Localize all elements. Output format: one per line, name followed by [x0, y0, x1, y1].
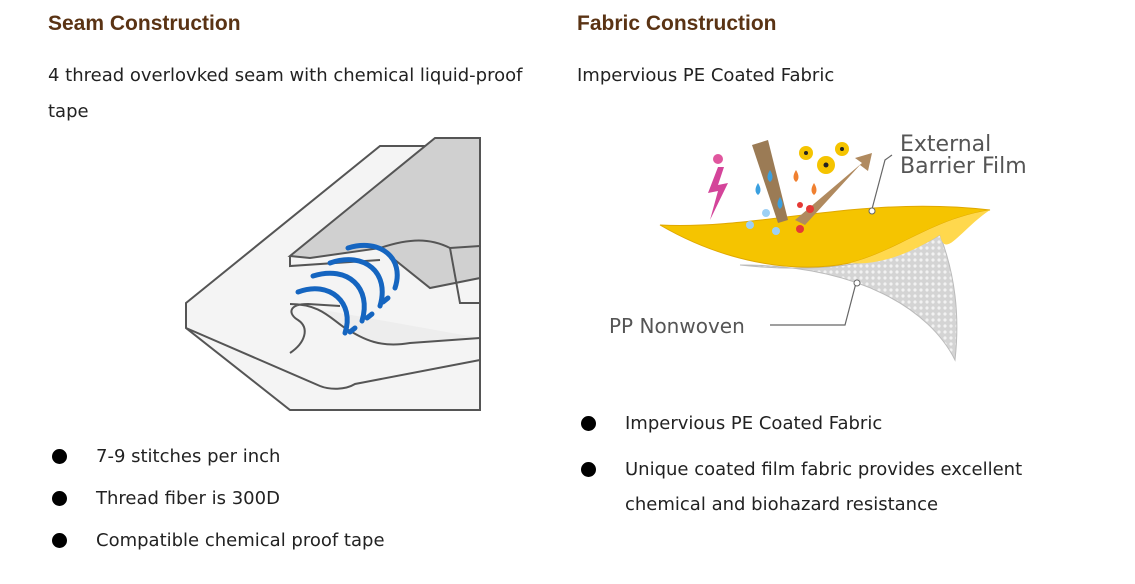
fabric-bullet-item: Impervious PE Coated Fabric: [577, 410, 1097, 438]
fabric-bullet-text: Unique coated film fabric provides excel…: [625, 459, 1023, 515]
bullet-icon: [581, 416, 596, 431]
seam-bullet-item: Thread fiber is 300D: [48, 485, 385, 527]
pp-nonwoven-layer: [739, 234, 958, 362]
fabric-heading: Fabric Construction: [577, 12, 777, 35]
stitch-4: [295, 286, 350, 336]
seam-bullet-text: Thread fiber is 300D: [96, 488, 280, 509]
fabric-description: Impervious PE Coated Fabric: [577, 65, 835, 86]
lightning-icon: [708, 167, 728, 220]
seam-description: 4 thread overlovked seam with chemical l…: [48, 65, 523, 122]
seam-bullet-item: Compatible chemical proof tape: [48, 527, 385, 569]
bullet-icon: [581, 462, 596, 477]
seam-diagram: [185, 137, 481, 411]
bullet-icon: [52, 533, 67, 548]
fabric-bullet-text: Impervious PE Coated Fabric: [625, 413, 883, 434]
seam-bullet-item: 7-9 stitches per inch: [48, 443, 385, 485]
fabric-diagram: External Barrier Film PP Nonwoven: [609, 132, 1027, 362]
radiation-icon: [799, 142, 849, 174]
fabric-bullet-item: Unique coated film fabric provides excel…: [577, 452, 1097, 522]
seam-heading: Seam Construction: [48, 12, 241, 35]
seam-bullet-text: Compatible chemical proof tape: [96, 530, 385, 551]
external-barrier-label-line2: Barrier Film: [900, 154, 1027, 179]
bullet-icon: [52, 491, 67, 506]
stitch-3: [310, 270, 367, 335]
seam-bullet-text: 7-9 stitches per inch: [96, 446, 281, 467]
external-barrier-label-line1: External: [900, 132, 991, 157]
pp-nonwoven-label: PP Nonwoven: [609, 314, 745, 338]
fabric-bullet-list: Impervious PE Coated Fabric Unique coate…: [577, 410, 1097, 522]
seam-bullet-list: 7-9 stitches per inch Thread fiber is 30…: [48, 443, 385, 569]
stitch-2: [327, 257, 385, 321]
droplet-icons: [746, 170, 817, 235]
stitch-1: [345, 242, 400, 305]
bullet-icon: [52, 449, 67, 464]
